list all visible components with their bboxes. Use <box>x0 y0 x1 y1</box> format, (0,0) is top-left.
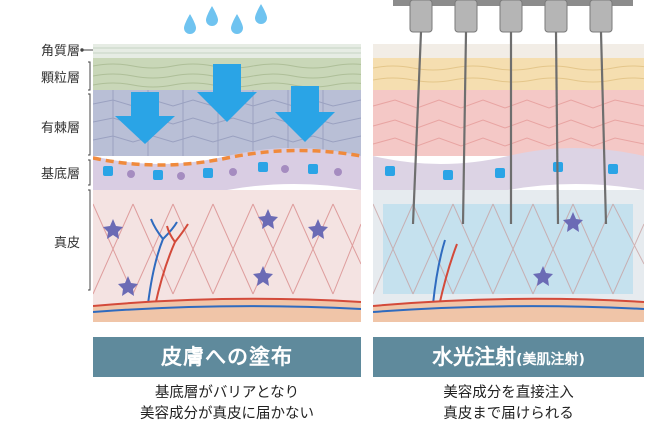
label-spinous-layer: 有棘層 <box>40 121 80 136</box>
label-basal-layer: 基底層 <box>40 167 80 182</box>
banner-topical: 皮膚への塗布 <box>93 337 361 377</box>
caption-topical-line2: 美容成分が真皮に届かない <box>140 406 314 422</box>
caption-topical: 基底層がバリアとなり 美容成分が真皮に届かない <box>93 383 361 425</box>
caption-injection-line2: 真皮まで届けられる <box>443 406 574 422</box>
label-stratum-corneum: 角質層 <box>40 44 80 59</box>
skin-cross-section-topical <box>93 44 361 322</box>
caption-injection-line1: 美容成分を直接注入 <box>443 385 574 401</box>
down-arrows <box>115 64 335 144</box>
banner-injection-subtitle: (美肌注射) <box>516 352 585 368</box>
banner-injection-title: 水光注射 <box>432 345 517 369</box>
label-dermis: 真皮 <box>53 236 80 251</box>
layer-brackets <box>80 48 93 291</box>
injection-needles-icon <box>393 0 633 225</box>
barrier-line <box>93 148 361 167</box>
layer-labels: 角質層 顆粒層 有棘層 基底層 真皮 <box>0 0 93 447</box>
caption-injection: 美容成分を直接注入 真皮まで届けられる <box>373 383 644 425</box>
banner-injection: 水光注射(美肌注射) <box>373 337 644 377</box>
banner-topical-title: 皮膚への塗布 <box>161 345 293 369</box>
label-granular-layer: 顆粒層 <box>40 71 80 86</box>
water-drops-icon <box>184 4 267 34</box>
caption-topical-line1: 基底層がバリアとなり <box>154 385 300 401</box>
